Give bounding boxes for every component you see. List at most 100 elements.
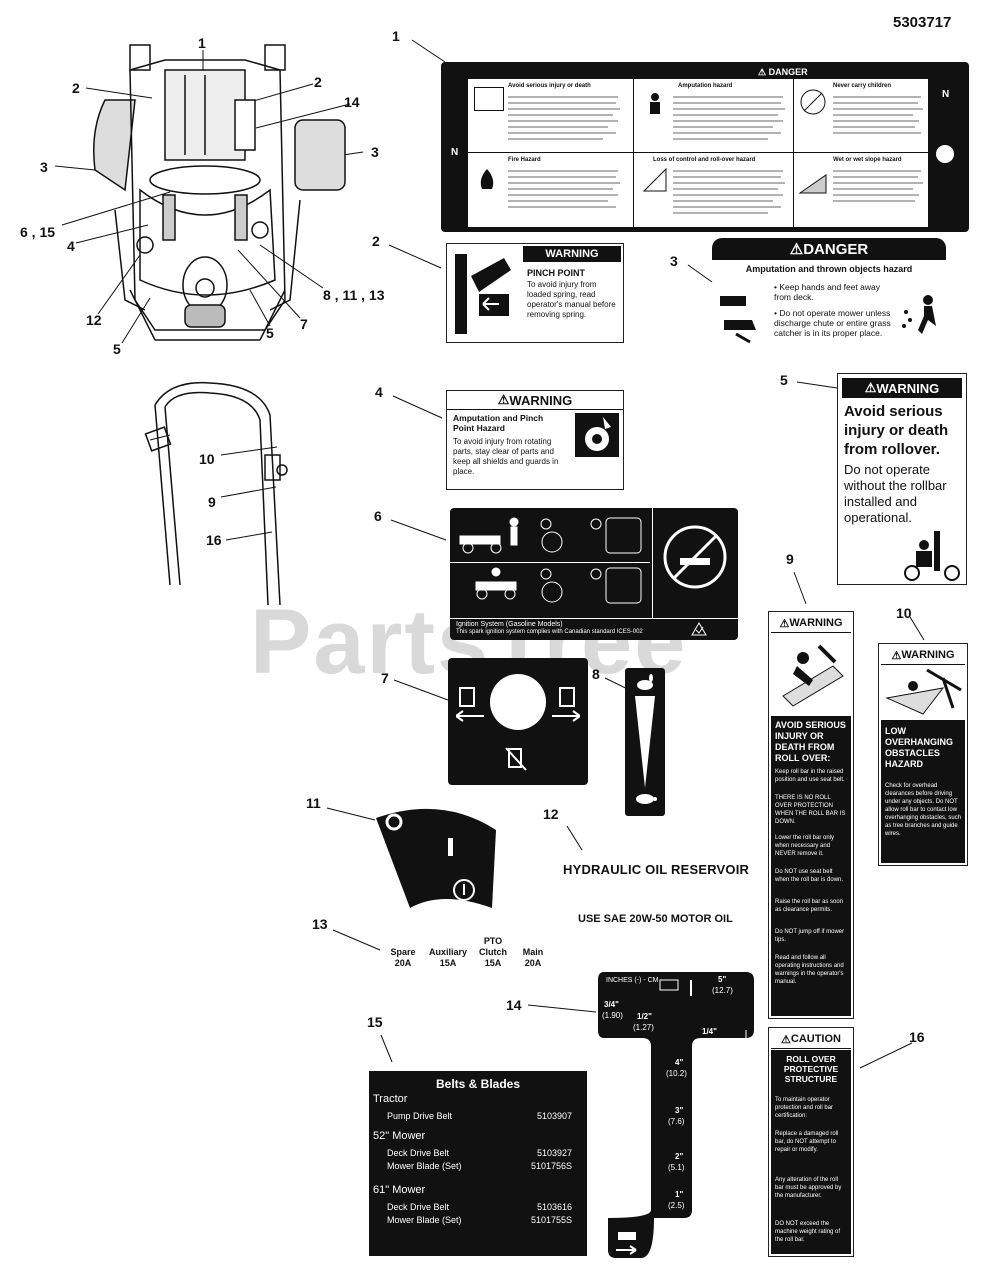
mower52-item-1-name: Deck Drive Belt bbox=[387, 1148, 450, 1158]
decal-16-p1: To maintain operator protection and roll… bbox=[775, 1097, 834, 1119]
no-passenger-icon bbox=[660, 522, 730, 592]
throttle-wedge bbox=[635, 696, 655, 788]
gauge-mark-4in-cm: (10.2) bbox=[666, 1069, 687, 1078]
callout-decal-7: 7 bbox=[381, 670, 389, 686]
decal-2-body: To avoid injury from loaded spring, read… bbox=[527, 280, 616, 319]
callout-3-left: 3 bbox=[40, 159, 48, 175]
rotating-parts-icon bbox=[575, 413, 619, 457]
decal-9-p3: Lower the roll bar only when necessary a… bbox=[775, 835, 835, 857]
fuel-left-icon bbox=[455, 686, 486, 722]
callout-decal-3: 3 bbox=[670, 253, 678, 269]
decal-16-header-text: CAUTION bbox=[790, 1033, 841, 1045]
decal-1-left-n: N bbox=[451, 147, 459, 158]
fuse-3-amp: 15A bbox=[484, 958, 502, 968]
gauge-units: INCHES (-) - CM bbox=[606, 977, 659, 984]
document-number: 5303717 bbox=[893, 14, 952, 31]
gauge-mark-5in-cm: (12.7) bbox=[712, 986, 733, 995]
callout-decal-14: 14 bbox=[506, 997, 522, 1013]
mower52-item-2-name: Mower Blade (Set) bbox=[387, 1161, 462, 1171]
callout-decal-5: 5 bbox=[780, 372, 788, 388]
decal-16-p3: Any alteration of the roll bar must be a… bbox=[775, 1177, 842, 1199]
callout-9-rollbar: 9 bbox=[208, 494, 216, 510]
decal-9-p4: Do NOT use seat belt when the roll bar i… bbox=[775, 869, 844, 883]
decal-12-line-1: HYDRAULIC OIL RESERVOIR bbox=[563, 862, 750, 877]
callout-12: 12 bbox=[86, 312, 102, 328]
fire-icon bbox=[474, 167, 500, 193]
panel-2-title: Fire Hazard bbox=[508, 157, 541, 163]
selector-knob-hole bbox=[490, 674, 546, 730]
tractor-top-view-drawing bbox=[93, 44, 346, 341]
decal-4-header-text: WARNING bbox=[509, 392, 573, 408]
decal-10-body: LOW OVERHANGING OBSTACLES HAZARD Check f… bbox=[881, 720, 965, 863]
fuse-2-name: Auxiliary bbox=[428, 947, 468, 957]
rollbar-drawing bbox=[144, 381, 288, 606]
callout-decal-1: 1 bbox=[392, 28, 400, 44]
decal-5-rollover: ⚠WARNING Avoid serious injury or death f… bbox=[837, 373, 967, 585]
pinch-hand-icon bbox=[449, 246, 519, 340]
decal-9-p6: Do NOT jump off if mower tips. bbox=[775, 929, 845, 943]
decal-6-footer: Ignition System (Gasoline Models) bbox=[456, 621, 563, 628]
gauge-mark-1-4in: 1/4" bbox=[702, 1027, 717, 1036]
manual-icon bbox=[474, 87, 504, 111]
decal-6-divider bbox=[450, 562, 650, 563]
callout-decal-16: 16 bbox=[909, 1029, 925, 1045]
decal-9-header-text: WARNING bbox=[789, 617, 843, 629]
decal-1-danger-header: ⚠ DANGER bbox=[758, 67, 808, 77]
decal-5-header: ⚠WARNING bbox=[842, 378, 962, 398]
panel-3-text-lines bbox=[673, 93, 788, 148]
decal-16-title: ROLL OVER PROTECTIVE STRUCTURE bbox=[783, 1054, 839, 1084]
panel-5-title: Never carry children bbox=[833, 83, 892, 89]
gauge-mark-4in: 4" bbox=[675, 1058, 684, 1067]
gauge-mark-2in: 2" bbox=[675, 1152, 684, 1161]
thrown-objects-icon bbox=[898, 290, 944, 340]
fuse-4-amp: 20A bbox=[524, 958, 542, 968]
decal-2-header: WARNING bbox=[523, 246, 621, 262]
gauge-mark-3in-cm: (7.6) bbox=[668, 1117, 685, 1126]
decal-4-title: Amputation and Pinch Point Hazard bbox=[453, 413, 544, 433]
decal-5-title: Avoid serious injury or death from rollo… bbox=[844, 403, 949, 458]
rollbar-operator-icon bbox=[898, 529, 964, 581]
decal-14-height-gauge bbox=[598, 972, 754, 1258]
gauge-mark-2in-cm: (5.1) bbox=[668, 1163, 685, 1172]
decal-3-bullet-1: • Keep hands and feet away from deck. bbox=[774, 282, 881, 302]
decal-6-footer-2: This spark ignition system complies with… bbox=[456, 629, 643, 635]
callout-5-right: 5 bbox=[266, 325, 274, 341]
decal-10-header-text: WARNING bbox=[901, 649, 955, 661]
decal-16-rops-caution: ⚠CAUTION ROLL OVER PROTECTIVE STRUCTURE … bbox=[768, 1027, 854, 1257]
rollover-tractor-icon bbox=[773, 636, 851, 714]
callout-10-rollbar: 10 bbox=[199, 451, 215, 467]
compliance-mark-icon bbox=[690, 621, 708, 637]
callout-2-right: 2 bbox=[314, 74, 322, 90]
decal-3-amputation: ⚠ DANGER Amputation and thrown objects h… bbox=[712, 238, 946, 358]
decal-6-footer-divider bbox=[450, 618, 738, 619]
gauge-mark-5in: 5" bbox=[718, 975, 727, 984]
panel-4-text-lines bbox=[673, 167, 788, 222]
decal-11-ignition-switch bbox=[376, 808, 496, 908]
decal-5-body: Do not operate without the rollbar insta… bbox=[844, 462, 947, 525]
gauge-mark-1-4in-cm: (.64) bbox=[698, 1038, 715, 1047]
callout-decal-9: 9 bbox=[786, 551, 794, 567]
decal-15-belts-blades: Belts & Blades Tractor Pump Drive Belt 5… bbox=[369, 1071, 587, 1256]
decal-6-vertical-divider bbox=[652, 508, 653, 618]
mower61-item-1-part: 5103616 bbox=[537, 1202, 573, 1212]
parking-icon bbox=[936, 145, 954, 163]
decal-9-body: AVOID SERIOUS INJURY OR DEATH FROM ROLL … bbox=[771, 716, 851, 1016]
mower61-item-2-part: 5101755S bbox=[531, 1215, 573, 1225]
decal-9-p2: THERE IS NO ROLL OVER PROTECTION WHEN TH… bbox=[775, 795, 846, 825]
callout-14: 14 bbox=[344, 94, 360, 110]
decal-3-subtitle: Amputation and thrown objects hazard bbox=[745, 264, 913, 274]
panel-3-title: Amputation hazard bbox=[678, 83, 733, 89]
decal-1-left-strip: N bbox=[446, 67, 466, 227]
gauge-mark-1-2in: 1/2" bbox=[637, 1012, 652, 1021]
callout-5-left: 5 bbox=[113, 341, 121, 357]
decal-16-p4: DO NOT exceed the machine weight rating … bbox=[775, 1221, 841, 1243]
callout-decal-12: 12 bbox=[543, 806, 559, 822]
decal-3-bullet-2: • Do not operate mower unless discharge … bbox=[774, 308, 891, 338]
child-hazard-icon bbox=[798, 87, 828, 117]
decal-10-overhanging: ⚠WARNING LOW OVERHANGING OBSTACLES HAZAR… bbox=[878, 643, 968, 866]
callout-decal-6: 6 bbox=[374, 508, 382, 524]
decal-12-line-2: USE SAE 20W-50 MOTOR OIL bbox=[578, 913, 733, 925]
decal-3-bullet-2-text: Do not operate mower unless discharge ch… bbox=[774, 308, 891, 338]
fuse-2-amp: 15A bbox=[439, 958, 457, 968]
divider-1 bbox=[633, 79, 634, 227]
